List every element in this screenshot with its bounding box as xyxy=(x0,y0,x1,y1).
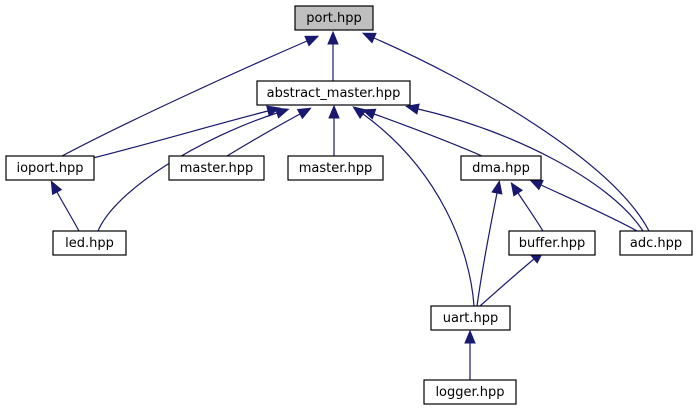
nodes-layer: port.hpp abstract_master.hpp ioport.hpp … xyxy=(5,5,693,405)
node-port-box xyxy=(294,5,374,31)
edge-arrowhead xyxy=(528,179,544,191)
edge-ioport-to-abstract-master xyxy=(92,105,281,159)
node-buffer-box xyxy=(508,230,596,256)
edge-line xyxy=(56,191,80,232)
edge-line xyxy=(373,113,483,157)
node-buffer-label: buffer.hpp xyxy=(519,236,585,251)
edge-master1-to-abstract-master xyxy=(226,107,312,157)
node-buffer[interactable]: buffer.hpp xyxy=(508,230,596,256)
edge-arrowhead xyxy=(304,35,320,47)
node-master-2-box xyxy=(287,155,384,181)
edge-line xyxy=(517,192,544,232)
edge-adc-to-port xyxy=(361,32,650,232)
edge-adc-to-abstract-master xyxy=(405,103,644,232)
edge-dma-to-abstract-master xyxy=(361,108,483,157)
edge-led-to-abstract-master xyxy=(97,107,290,232)
node-abstract-master-box xyxy=(256,80,411,106)
edge-line xyxy=(92,110,269,159)
edge-arrowhead xyxy=(510,181,524,197)
edge-ioport-to-port xyxy=(61,35,320,157)
node-abstract-master-label: abstract_master.hpp xyxy=(267,86,401,101)
node-dma[interactable]: dma.hpp xyxy=(460,155,542,181)
edge-line xyxy=(373,37,650,232)
node-port-label: port.hpp xyxy=(306,11,362,26)
node-master-1[interactable]: master.hpp xyxy=(168,155,265,181)
edge-abstract-master-to-port xyxy=(327,30,339,81)
node-dma-box xyxy=(460,155,542,181)
node-dma-label: dma.hpp xyxy=(472,161,530,176)
node-master-2-label: master.hpp xyxy=(299,161,373,176)
edge-buffer-to-dma xyxy=(510,181,544,232)
node-logger-box xyxy=(423,379,517,405)
edge-line xyxy=(479,258,535,307)
node-uart-box xyxy=(430,305,511,331)
node-led[interactable]: led.hpp xyxy=(52,230,127,256)
node-port[interactable]: port.hpp xyxy=(294,5,374,31)
edge-line xyxy=(417,108,644,232)
node-adc[interactable]: adc.hpp xyxy=(619,230,693,256)
node-led-box xyxy=(52,230,127,256)
edge-arrowhead xyxy=(50,180,63,196)
node-master-1-box xyxy=(168,155,265,181)
edge-line xyxy=(476,192,498,307)
node-logger[interactable]: logger.hpp xyxy=(423,379,517,405)
edge-line xyxy=(97,112,278,232)
node-ioport-box xyxy=(5,155,95,181)
edge-uart-to-dma xyxy=(476,179,503,307)
node-led-label: led.hpp xyxy=(65,236,114,251)
edge-arrowhead xyxy=(327,30,339,45)
edge-line xyxy=(540,184,638,232)
edge-arrowhead xyxy=(361,32,377,44)
node-ioport-label: ioport.hpp xyxy=(16,161,83,176)
edge-arrowhead xyxy=(352,106,367,119)
edge-line xyxy=(226,113,301,157)
edge-arrowhead xyxy=(361,108,377,120)
edge-uart-to-buffer xyxy=(479,250,545,307)
node-abstract-master[interactable]: abstract_master.hpp xyxy=(256,80,411,106)
edge-led-to-ioport xyxy=(50,180,80,232)
edge-arrowhead xyxy=(328,104,340,119)
node-master-2[interactable]: master.hpp xyxy=(287,155,384,181)
edges-layer xyxy=(50,30,650,380)
node-adc-label: adc.hpp xyxy=(630,236,682,251)
node-uart[interactable]: uart.hpp xyxy=(430,305,511,331)
edge-uart-to-abstract-master xyxy=(352,106,475,307)
edge-arrowhead xyxy=(274,107,290,119)
edge-arrowhead xyxy=(491,179,503,195)
node-adc-box xyxy=(619,230,693,256)
node-master-1-label: master.hpp xyxy=(180,161,254,176)
edge-arrowhead xyxy=(296,107,312,120)
node-uart-label: uart.hpp xyxy=(443,311,499,326)
edge-line xyxy=(362,113,475,307)
edge-master2-to-abstract-master xyxy=(328,104,340,156)
edge-line xyxy=(61,40,308,157)
edge-logger-to-uart xyxy=(464,329,476,380)
edge-arrowhead xyxy=(464,329,476,344)
node-logger-label: logger.hpp xyxy=(435,385,504,400)
node-ioport[interactable]: ioport.hpp xyxy=(5,155,95,181)
edge-arrowhead xyxy=(405,103,420,115)
